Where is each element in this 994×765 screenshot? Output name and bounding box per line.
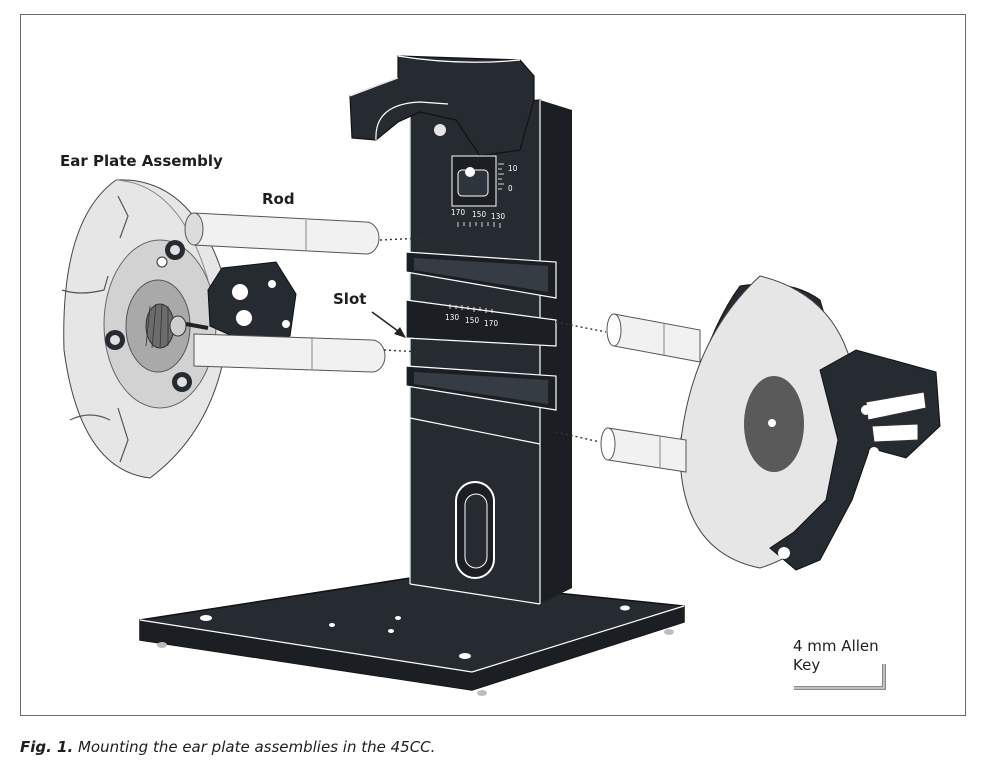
label-allen-key-line2: Key [793, 656, 821, 674]
scale-middle-130: 130 [445, 313, 460, 322]
scale-top-10: 10 [508, 164, 518, 173]
scale-upper-170: 170 [451, 208, 466, 217]
label-ear-plate-assembly: Ear Plate Assembly [60, 152, 223, 170]
scale-top-0: 0 [508, 184, 513, 193]
left-rods [184, 212, 386, 373]
label-allen-key-line1: 4 mm Allen [793, 637, 879, 655]
figure-caption: Fig. 1. Mounting the ear plate assemblie… [20, 738, 435, 756]
caption-text: Mounting the ear plate assemblies in the… [77, 738, 436, 756]
caption-prefix: Fig. 1. [20, 738, 74, 756]
figure-frame [20, 14, 966, 716]
slot-arrow [371, 311, 406, 338]
screw-heads [105, 240, 192, 392]
right-rods [600, 313, 701, 473]
label-allen-key: 4 mm Allen Key [793, 637, 879, 675]
scale-middle-150: 150 [465, 316, 480, 325]
left-ear-plate-assembly [61, 179, 297, 479]
stand-slots [405, 222, 557, 411]
label-slot: Slot [333, 290, 367, 308]
scale-upper-150: 150 [472, 210, 487, 219]
allen-key-icon [794, 664, 886, 690]
scale-upper-130: 130 [491, 212, 506, 221]
scale-middle-170: 170 [484, 319, 499, 328]
right-ear-plate-assembly [675, 275, 941, 571]
alignment-lines [379, 237, 607, 443]
base-plate [139, 569, 685, 696]
top-clamp [349, 55, 535, 207]
label-rod: Rod [262, 190, 295, 208]
vertical-stand [409, 99, 572, 605]
